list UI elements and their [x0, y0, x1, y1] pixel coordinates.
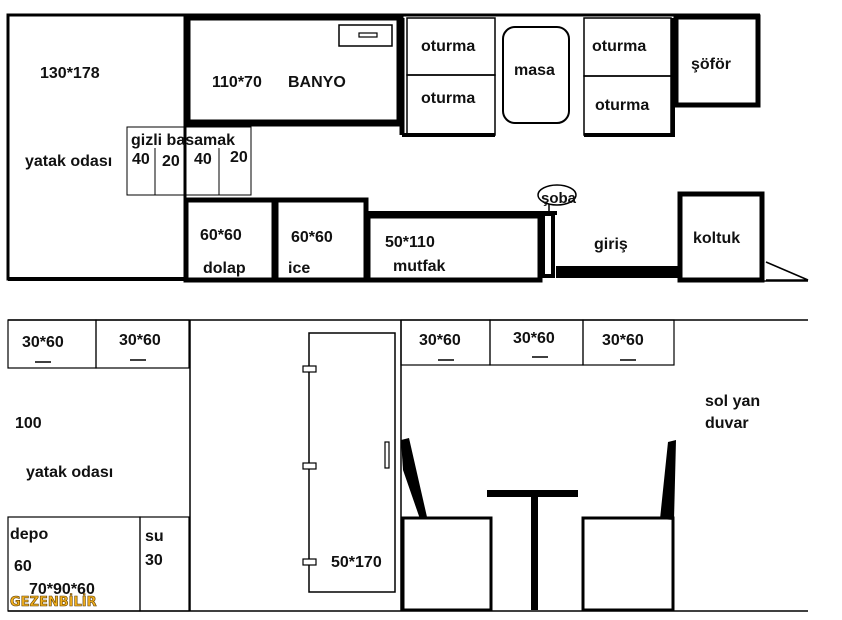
bathroom-label: BANYO — [288, 74, 346, 91]
hidden-step-box — [126, 126, 252, 196]
entrance-step — [556, 266, 680, 278]
stove-ellipse — [537, 184, 577, 206]
step-width-2: 20 — [162, 153, 180, 170]
cabinet-right-3-label: 30*60 — [602, 332, 644, 349]
step-width-1: 40 — [132, 151, 150, 168]
kitchen-label: mutfak — [393, 258, 446, 275]
cabinet-right-1-label: 30*60 — [419, 332, 461, 349]
stove-pipe — [541, 212, 555, 278]
door-handle — [384, 441, 390, 469]
hidden-step-label: gizli basamak — [131, 132, 235, 149]
door-hinge-bottom — [302, 558, 317, 566]
side-bedroom-label: yatak odası — [26, 464, 113, 481]
stove-label: şoba — [541, 190, 577, 207]
wardrobe-label: dolap — [203, 260, 246, 277]
fridge-size: 60*60 — [291, 229, 333, 246]
bathroom-size: 110*70 — [212, 74, 262, 91]
water-box — [139, 516, 190, 612]
driver-area — [673, 14, 761, 108]
door-hinge-middle — [302, 462, 317, 470]
wardrobe-size: 60*60 — [200, 227, 242, 244]
armchair — [677, 191, 765, 283]
storage-size: 70*90*60 — [29, 581, 95, 598]
bench-right-seat — [581, 516, 675, 612]
seat-top-left-label: oturma — [421, 38, 475, 55]
top-floor-plan: 130*178 yatak odası 110*70 BANYO gizli b… — [6, 13, 809, 283]
armchair-label: koltuk — [693, 230, 740, 247]
kitchen-size: 50*110 — [385, 234, 435, 251]
seat-top-right-label: oturma — [592, 38, 646, 55]
entrance-label: giriş — [594, 236, 628, 253]
seat-bottom-right-label: oturma — [595, 97, 649, 114]
cabinet-left-2 — [95, 319, 190, 369]
bathroom-sink-handle — [358, 32, 378, 38]
wall-label-line1: sol yan — [705, 393, 760, 410]
side-view: 30*60 30*60 100 yatak odası depo 60 70*9… — [7, 319, 808, 612]
driver-label: şöför — [691, 56, 731, 73]
water-size: 30 — [145, 552, 163, 569]
bench-left-seat — [401, 516, 493, 612]
bedroom-label: yatak odası — [25, 153, 112, 170]
seat-bottom-left-label: oturma — [421, 90, 475, 107]
door-hinge-top — [302, 365, 317, 373]
cabinet-left-1-label: 30*60 — [22, 334, 64, 351]
wall-label-line2: duvar — [705, 415, 749, 432]
door-size: 50*170 — [331, 554, 382, 571]
step-width-4: 20 — [230, 149, 248, 166]
dining-table — [502, 26, 570, 124]
door-wedge — [765, 261, 809, 281]
watermark-logo: GEZENBİLİR — [10, 594, 97, 610]
storage-label: depo — [10, 526, 48, 543]
bench-left-backrest — [401, 438, 427, 519]
cabinet-right-3 — [582, 319, 675, 366]
cabinet-right-2-label: 30*60 — [513, 330, 555, 347]
cabinet-left-2-label: 30*60 — [119, 332, 161, 349]
table-label: masa — [514, 62, 555, 79]
fridge-label: ice — [288, 260, 310, 277]
height-label: 100 — [15, 415, 42, 432]
bedroom-size: 130*178 — [40, 65, 100, 82]
water-label: su — [145, 528, 164, 545]
kitchen — [365, 213, 543, 283]
bench-right-backrest — [660, 440, 676, 520]
side-table-leg — [531, 497, 538, 610]
storage-height: 60 — [14, 558, 32, 575]
side-table-top — [487, 490, 578, 497]
step-width-3: 40 — [194, 151, 212, 168]
